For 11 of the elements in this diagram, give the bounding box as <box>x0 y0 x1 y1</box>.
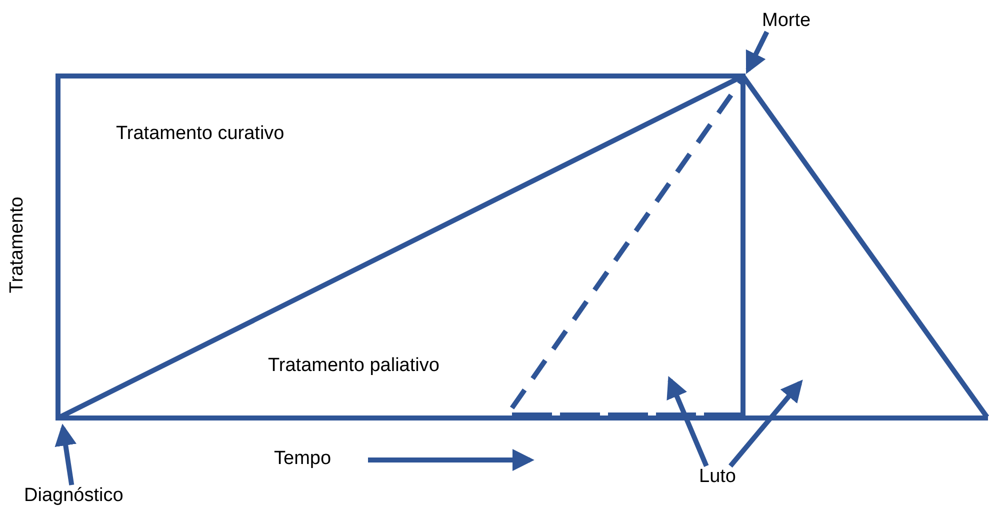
arrow <box>54 424 77 486</box>
text-label: Tratamento curativo <box>116 123 284 145</box>
arrow <box>746 30 770 74</box>
arrow <box>666 376 709 467</box>
arrow <box>728 380 803 468</box>
text-label: Morte <box>762 10 811 32</box>
text-label: Tempo <box>274 448 332 470</box>
text-label: Luto <box>699 466 736 488</box>
axis-label: Tratamento <box>6 196 28 294</box>
text-label: Diagnóstico <box>24 485 124 507</box>
text-label: Tratamento paliativo <box>268 355 440 377</box>
